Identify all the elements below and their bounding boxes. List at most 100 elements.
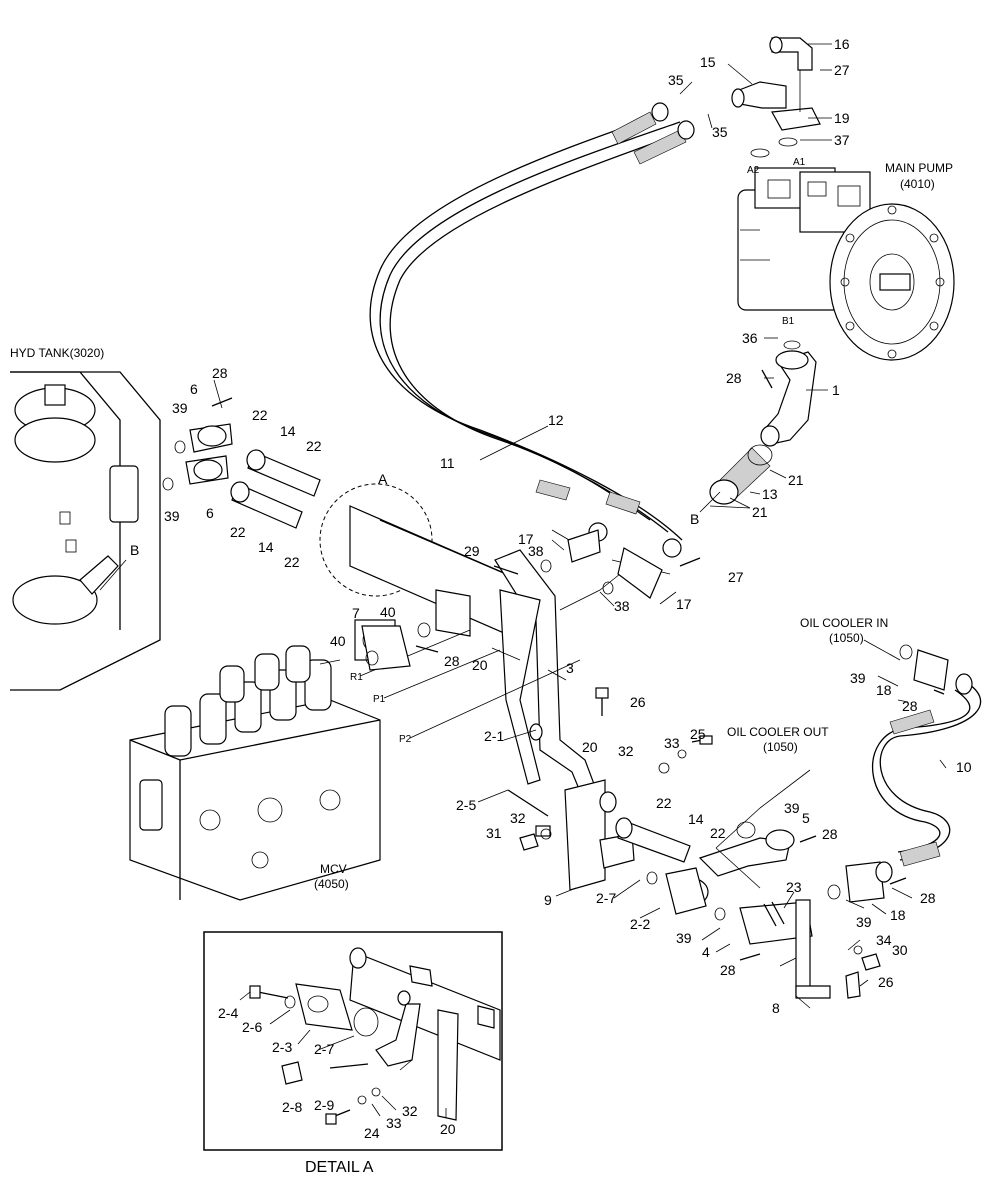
callout-6: 6 bbox=[190, 381, 198, 397]
mcv-code: (4050) bbox=[314, 877, 349, 891]
callout-4: 4 bbox=[702, 944, 710, 960]
callout-37: 37 bbox=[834, 132, 850, 148]
callout-38: 38 bbox=[614, 598, 630, 614]
callout-25: 25 bbox=[690, 726, 706, 742]
view-b-tank-label: B bbox=[130, 542, 139, 558]
callout-13: 13 bbox=[762, 486, 778, 502]
callout-27: 27 bbox=[834, 62, 850, 78]
oil-cooler-in-label: OIL COOLER IN bbox=[800, 616, 888, 630]
suction-elbow bbox=[760, 340, 817, 447]
callout-1: 1 bbox=[832, 382, 840, 398]
callout-2-5: 2-5 bbox=[456, 797, 476, 813]
callout-40: 40 bbox=[330, 633, 346, 649]
callout-28: 28 bbox=[444, 653, 460, 669]
callout-39: 39 bbox=[172, 400, 188, 416]
port-p2-label: P2 bbox=[399, 734, 412, 745]
callout-20: 20 bbox=[440, 1121, 456, 1137]
detail-a-title: DETAIL A bbox=[305, 1159, 374, 1176]
callout-21: 21 bbox=[788, 472, 804, 488]
callout-15: 15 bbox=[700, 54, 716, 70]
callout-7: 7 bbox=[352, 605, 360, 621]
detail-a-marker bbox=[319, 483, 433, 597]
port-a1-label: A1 bbox=[793, 157, 806, 168]
callout-27: 27 bbox=[728, 569, 744, 585]
main-pump bbox=[737, 167, 955, 361]
callout-2-6: 2-6 bbox=[242, 1019, 262, 1035]
mcv-valve bbox=[129, 619, 396, 901]
callout-32: 32 bbox=[618, 743, 634, 759]
view-b-pump-label: B bbox=[690, 511, 699, 527]
oil-cooler-out-code: (1050) bbox=[763, 740, 798, 754]
callout-16: 16 bbox=[834, 36, 850, 52]
callout-34: 34 bbox=[876, 932, 892, 948]
callout-22: 22 bbox=[710, 825, 726, 841]
callout-28: 28 bbox=[822, 826, 838, 842]
hydraulic-tank bbox=[10, 371, 161, 691]
callout-22: 22 bbox=[656, 795, 672, 811]
oil-cooler-in-code: (1050) bbox=[829, 631, 864, 645]
oil-cooler-hose bbox=[845, 649, 982, 903]
callout-35: 35 bbox=[668, 72, 684, 88]
callout-33: 33 bbox=[386, 1115, 402, 1131]
suction-hose bbox=[709, 444, 773, 505]
callout-39: 39 bbox=[164, 508, 180, 524]
callout-2-4: 2-4 bbox=[218, 1005, 238, 1021]
callout-2-2: 2-2 bbox=[630, 916, 650, 932]
callout-36: 36 bbox=[742, 330, 758, 346]
callout-8: 8 bbox=[772, 1000, 780, 1016]
callout-32: 32 bbox=[510, 810, 526, 826]
callout-33: 33 bbox=[664, 735, 680, 751]
callout-30: 30 bbox=[892, 942, 908, 958]
callout-26: 26 bbox=[630, 694, 646, 710]
callout-28: 28 bbox=[726, 370, 742, 386]
port-b1-label: B1 bbox=[782, 316, 795, 327]
callout-28: 28 bbox=[902, 698, 918, 714]
callout-2-7: 2-7 bbox=[314, 1041, 334, 1057]
view-a-label: A bbox=[378, 471, 388, 487]
detail-a-callouts: 2-4 2-6 2-3 2-7 2-8 2-9 33 32 24 20 bbox=[218, 1005, 456, 1141]
callout-10: 10 bbox=[956, 759, 972, 775]
callout-14: 14 bbox=[258, 539, 274, 555]
callout-35: 35 bbox=[712, 124, 728, 140]
callout-24: 24 bbox=[364, 1125, 380, 1141]
pump-outlet-fittings bbox=[731, 36, 821, 158]
callout-18: 18 bbox=[890, 907, 906, 923]
callout-22: 22 bbox=[284, 554, 300, 570]
callout-28: 28 bbox=[920, 890, 936, 906]
port-p1-label: P1 bbox=[373, 694, 386, 705]
port-a2-label: A2 bbox=[747, 165, 760, 176]
mcv-label: MCV bbox=[320, 862, 347, 876]
callout-numbers: 16 15 27 35 35 19 37 36 28 1 21 13 21 12… bbox=[164, 36, 972, 1016]
callout-14: 14 bbox=[688, 811, 704, 827]
callout-28: 28 bbox=[212, 365, 228, 381]
callout-39: 39 bbox=[850, 670, 866, 686]
callout-18: 18 bbox=[876, 682, 892, 698]
oil-cooler-out-label: OIL COOLER OUT bbox=[727, 725, 829, 739]
main-pump-label: MAIN PUMP bbox=[885, 161, 953, 175]
callout-20: 20 bbox=[582, 739, 598, 755]
callout-2-8: 2-8 bbox=[282, 1099, 302, 1115]
main-pump-code: (4010) bbox=[900, 177, 935, 191]
callout-29: 29 bbox=[464, 543, 480, 559]
callout-22: 22 bbox=[252, 407, 268, 423]
callout-3: 3 bbox=[566, 660, 574, 676]
callout-22: 22 bbox=[230, 524, 246, 540]
callout-12: 12 bbox=[548, 412, 564, 428]
callout-9: 9 bbox=[544, 892, 552, 908]
callout-14: 14 bbox=[280, 423, 296, 439]
callout-5: 5 bbox=[802, 810, 810, 826]
tank-return-pipes bbox=[162, 423, 321, 529]
callout-31: 31 bbox=[486, 825, 502, 841]
detail-a-box bbox=[203, 931, 503, 1151]
callout-32: 32 bbox=[402, 1103, 418, 1119]
callout-17: 17 bbox=[518, 531, 534, 547]
callout-23: 23 bbox=[786, 879, 802, 895]
callout-39: 39 bbox=[676, 930, 692, 946]
callout-39: 39 bbox=[856, 914, 872, 930]
callout-2-9: 2-9 bbox=[314, 1097, 334, 1113]
small-parts bbox=[211, 369, 945, 999]
callout-2-7: 2-7 bbox=[596, 890, 616, 906]
callout-17: 17 bbox=[676, 596, 692, 612]
callout-40: 40 bbox=[380, 604, 396, 620]
callout-28: 28 bbox=[720, 962, 736, 978]
